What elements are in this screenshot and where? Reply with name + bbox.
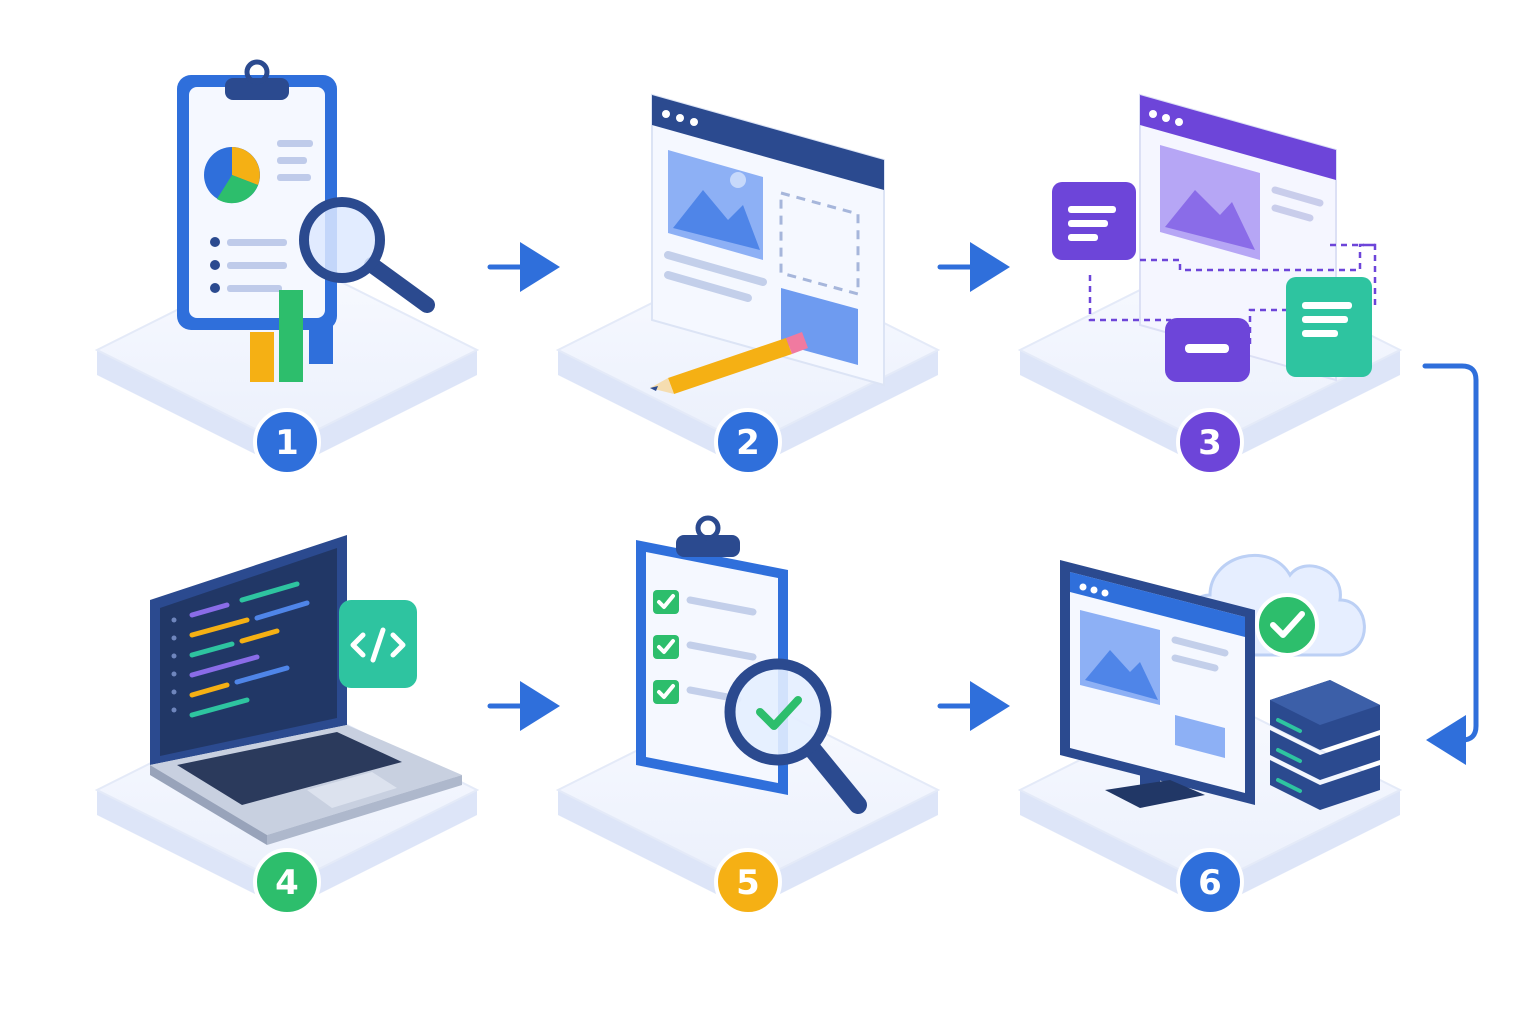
step-5-number: 5 bbox=[736, 863, 760, 903]
research-clipboard-icon bbox=[177, 59, 337, 330]
step-6-badge: 6 bbox=[1176, 848, 1244, 916]
step-1-number: 1 bbox=[275, 423, 299, 463]
step-6: 6 bbox=[1017, 553, 1403, 916]
step-2-badge: 2 bbox=[714, 408, 782, 476]
magnifier-icon bbox=[299, 197, 435, 313]
step-3-number: 3 bbox=[1198, 423, 1222, 463]
magnifier-check-icon bbox=[724, 658, 867, 814]
step-2-number: 2 bbox=[736, 423, 760, 463]
step-5: 5 bbox=[555, 515, 941, 916]
arrow-3-to-6 bbox=[1422, 363, 1479, 765]
connectors bbox=[487, 242, 1479, 765]
step-4: 4 bbox=[94, 535, 480, 916]
step-5-badge: 5 bbox=[714, 848, 782, 916]
step-4-badge: 4 bbox=[253, 848, 321, 916]
chat-card-purple bbox=[1052, 182, 1136, 260]
step-1: 1 bbox=[94, 59, 480, 476]
step-4-number: 4 bbox=[275, 863, 299, 903]
desktop-monitor-icon bbox=[1060, 560, 1255, 808]
step-3-badge: 3 bbox=[1176, 408, 1244, 476]
button-card-purple bbox=[1165, 318, 1250, 382]
step-2: 2 bbox=[555, 93, 941, 476]
step-6-number: 6 bbox=[1198, 863, 1222, 903]
laptop-code-icon bbox=[150, 535, 462, 845]
chat-card-teal bbox=[1286, 277, 1372, 377]
prototype-flow-icon bbox=[1088, 93, 1377, 382]
pencil-icon bbox=[650, 332, 808, 394]
server-stack-icon bbox=[1270, 680, 1380, 810]
step-1-badge: 1 bbox=[253, 408, 321, 476]
code-tag-icon bbox=[339, 600, 417, 688]
step-3: 3 bbox=[1017, 93, 1403, 476]
wireframe-sketch-icon bbox=[651, 93, 885, 387]
bar-chart-icon bbox=[250, 290, 333, 382]
